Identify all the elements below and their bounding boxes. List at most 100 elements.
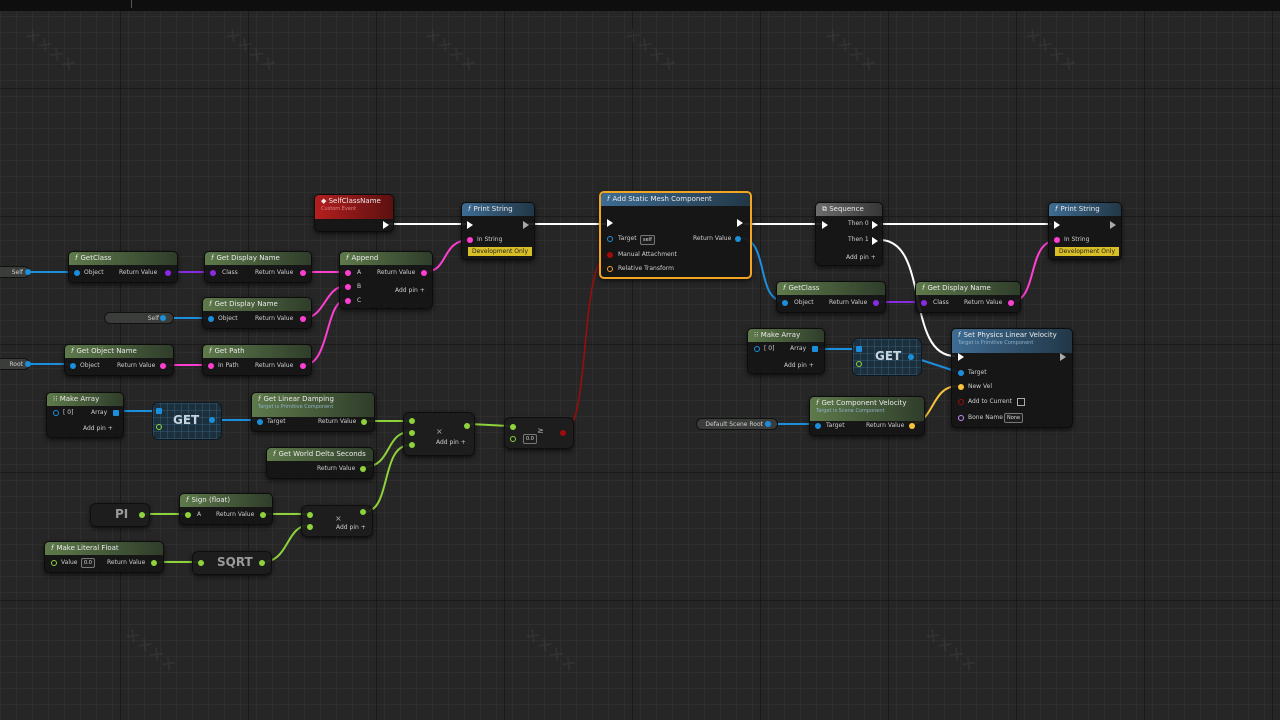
class-pin[interactable] xyxy=(210,270,216,276)
object-pin[interactable] xyxy=(74,270,80,276)
return-value-pin[interactable] xyxy=(421,270,427,276)
return-value-pin[interactable] xyxy=(873,300,879,306)
index-pin[interactable] xyxy=(156,424,162,430)
object-pin[interactable] xyxy=(160,315,166,321)
add-pin-button[interactable]: Add pin + xyxy=(83,425,113,432)
target-pin[interactable] xyxy=(815,423,821,429)
float-in-pin-b[interactable] xyxy=(307,524,313,530)
new-vel-pin[interactable] xyxy=(958,384,964,390)
add-pin-button[interactable]: Add pin + xyxy=(846,254,876,261)
multiply-node-2[interactable]: × Add pin + xyxy=(301,505,373,537)
float-in-pin-c[interactable] xyxy=(409,442,415,448)
class-pin[interactable] xyxy=(921,300,927,306)
array-out-pin[interactable] xyxy=(113,410,119,416)
get-out-pin[interactable] xyxy=(209,417,215,423)
exec-out-pin[interactable] xyxy=(737,219,743,227)
bone-name-field[interactable]: None xyxy=(1004,413,1024,423)
object-pin[interactable] xyxy=(70,363,76,369)
float-out-pin[interactable] xyxy=(259,560,265,566)
compare-node[interactable]: ≥ 0.0 xyxy=(504,417,574,449)
float-out-pin[interactable] xyxy=(464,423,470,429)
exec-in-pin[interactable] xyxy=(958,353,964,361)
index-pin[interactable] xyxy=(856,361,862,367)
index-pin[interactable] xyxy=(53,410,59,416)
then0-pin[interactable] xyxy=(872,221,878,229)
sqrt-node[interactable]: SQRT xyxy=(192,551,272,575)
exec-out-pin[interactable] xyxy=(383,221,389,229)
object-pin[interactable] xyxy=(25,361,31,367)
sequence-node[interactable]: ⧉ Sequence Then 0 Then 1 Add pin + xyxy=(815,202,883,266)
pi-node[interactable]: PI xyxy=(90,503,150,527)
multiply-node-1[interactable]: × Add pin + xyxy=(403,412,475,456)
target-self-field[interactable]: self xyxy=(640,235,655,245)
object-pin[interactable] xyxy=(765,421,771,427)
b-pin[interactable] xyxy=(345,284,351,290)
object-pin[interactable] xyxy=(208,316,214,322)
float-in-pin[interactable] xyxy=(198,560,204,566)
float-out-pin[interactable] xyxy=(360,509,366,515)
return-value-pin[interactable] xyxy=(300,363,306,369)
object-pin[interactable] xyxy=(782,300,788,306)
add-pin-button[interactable]: Add pin + xyxy=(336,524,366,531)
manual-attachment-pin[interactable] xyxy=(607,252,613,258)
compare-value-field[interactable]: 0.0 xyxy=(523,434,537,444)
return-value-pin[interactable] xyxy=(735,236,741,242)
return-value-pin[interactable] xyxy=(300,270,306,276)
return-value-pin[interactable] xyxy=(361,419,367,425)
exec-out-pin[interactable] xyxy=(1060,353,1066,361)
exec-in-pin[interactable] xyxy=(822,221,828,229)
exec-out-pin[interactable] xyxy=(523,221,529,229)
bool-out-pin[interactable] xyxy=(560,430,566,436)
return-value-pin[interactable] xyxy=(260,512,266,518)
target-pin[interactable] xyxy=(607,236,613,242)
array-in-pin[interactable] xyxy=(856,346,862,352)
return-value-pin[interactable] xyxy=(151,560,157,566)
return-value-pin[interactable] xyxy=(300,316,306,322)
value-pin[interactable] xyxy=(51,560,57,566)
float-in-pin-b[interactable] xyxy=(510,436,516,442)
relative-transform-pin[interactable] xyxy=(607,266,613,272)
return-value-pin[interactable] xyxy=(165,270,171,276)
exec-in-pin[interactable] xyxy=(1054,221,1060,229)
float-out-pin[interactable] xyxy=(139,512,145,518)
float-in-pin-a[interactable] xyxy=(409,418,415,424)
return-value-pin[interactable] xyxy=(160,363,166,369)
array-out-pin[interactable] xyxy=(812,346,818,352)
value-field[interactable]: 0.0 xyxy=(81,558,95,568)
float-in-pin[interactable] xyxy=(510,424,516,430)
a-pin[interactable] xyxy=(345,270,351,276)
exec-out-pin[interactable] xyxy=(1110,221,1116,229)
a-pin[interactable] xyxy=(185,512,191,518)
exec-in-pin[interactable] xyxy=(467,221,473,229)
array-get-node-2[interactable]: GET xyxy=(852,338,922,376)
return-value-pin[interactable] xyxy=(1008,300,1014,306)
add-pin-button[interactable]: Add pin + xyxy=(436,439,466,446)
bone-name-pin[interactable] xyxy=(958,415,964,421)
target-pin[interactable] xyxy=(257,419,263,425)
in-string-pin[interactable] xyxy=(1054,237,1060,243)
get-out-pin[interactable] xyxy=(908,354,914,360)
in-string-pin[interactable] xyxy=(467,237,473,243)
self-pill[interactable]: Self xyxy=(104,312,174,324)
array-in-pin[interactable] xyxy=(156,408,162,414)
return-value-pin[interactable] xyxy=(360,466,366,472)
make-array-node-1[interactable]: ⁝⁝ Make Array [ 0] Array Add pin + xyxy=(46,392,124,438)
add-to-current-pin[interactable] xyxy=(958,399,964,405)
add-to-current-checkbox[interactable] xyxy=(1017,398,1025,406)
